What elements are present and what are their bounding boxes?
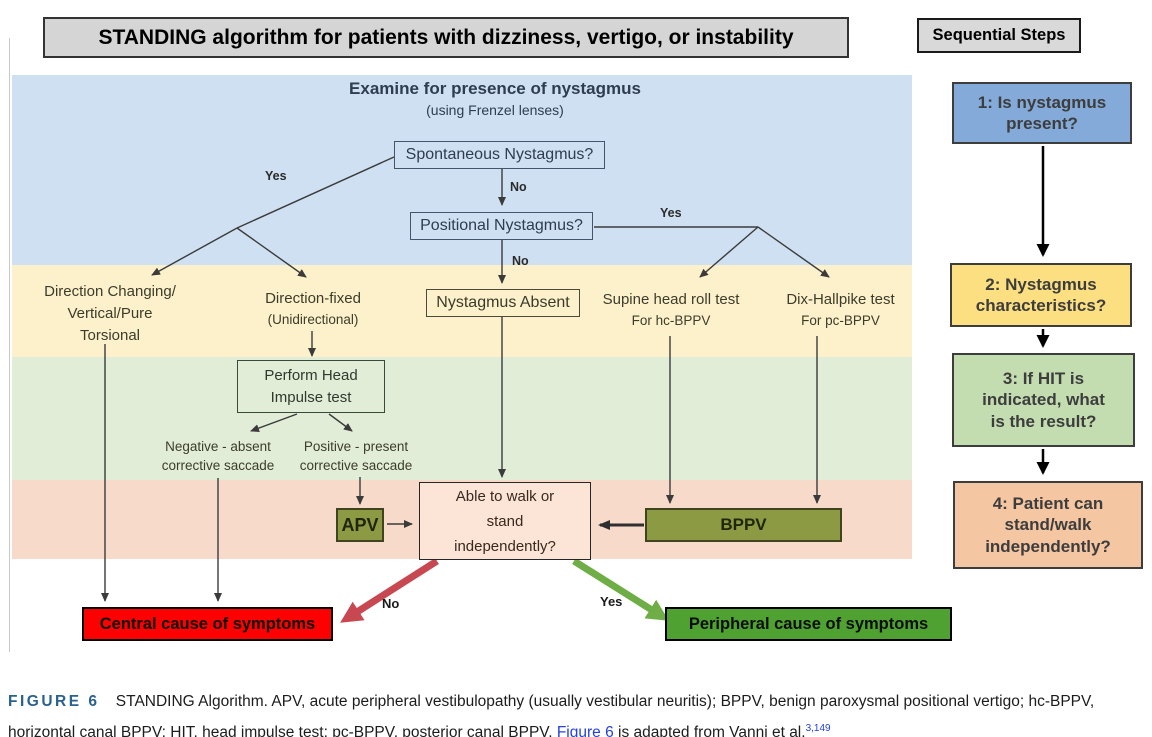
node-positional-nystagmus: Positional Nystagmus? xyxy=(410,212,593,240)
label-direction-fixed: Direction-fixed (Unidirectional) xyxy=(265,290,361,327)
label-dix-hallpike-test: Dix-Hallpike test For pc-BPPV xyxy=(786,291,895,328)
figure-caption-link[interactable]: Figure 6 xyxy=(556,723,614,737)
label-yes-walk: Yes xyxy=(600,594,623,609)
label-yes-spontaneous: Yes xyxy=(265,169,287,183)
step-1-nystagmus-present: 1: Is nystagmus present? xyxy=(952,82,1132,144)
node-perform-head-impulse-test: Perform Head Impulse test xyxy=(237,360,385,413)
sequential-steps-header: Sequential Steps xyxy=(917,18,1081,53)
label-no-spontaneous: No xyxy=(510,180,527,194)
examine-header: Examine for presence of nystagmus xyxy=(349,79,641,98)
label-positive-saccade: Positive - present corrective saccade xyxy=(299,439,413,473)
label-no-positional: No xyxy=(512,254,529,268)
examine-subheader: (using Frenzel lenses) xyxy=(426,102,564,118)
citation-superscript[interactable]: 3,149 xyxy=(805,722,831,734)
figure-caption: FIGURE 6 STANDING Algorithm. APV, acute … xyxy=(8,688,1142,737)
step-3-hit-result: 3: If HIT is indicated, what is the resu… xyxy=(952,353,1135,447)
node-apv: APV xyxy=(336,508,384,542)
band-nystagmus-characteristics xyxy=(12,265,912,357)
figure-left-border xyxy=(9,38,10,652)
figure-caption-text2: is adapted from Vanni et al. xyxy=(618,723,806,737)
label-direction-changing: Direction Changing/ Vertical/Pure Torsio… xyxy=(44,283,176,344)
figure-caption-text: STANDING Algorithm. APV, acute periphera… xyxy=(8,692,1095,737)
label-supine-head-roll-test: Supine head roll test For hc-BPPV xyxy=(602,291,740,328)
figure-caption-label: FIGURE 6 xyxy=(8,692,100,710)
node-spontaneous-nystagmus: Spontaneous Nystagmus? xyxy=(394,141,605,169)
node-nystagmus-absent: Nystagmus Absent xyxy=(426,289,580,317)
label-yes-positional: Yes xyxy=(660,206,682,220)
node-bppv: BPPV xyxy=(645,508,842,542)
diagram-title: STANDING algorithm for patients with diz… xyxy=(43,17,849,58)
label-no-walk: No xyxy=(382,596,400,611)
node-central-cause: Central cause of symptoms xyxy=(82,607,333,641)
node-able-to-walk: Able to walk or stand independently? xyxy=(419,482,591,560)
step-4-stand-walk: 4: Patient can stand/walk independently? xyxy=(953,481,1143,569)
step-2-nystagmus-characteristics: 2: Nystagmus characteristics? xyxy=(950,263,1132,327)
node-peripheral-cause: Peripheral cause of symptoms xyxy=(665,607,952,641)
band-head-impulse-test xyxy=(12,357,912,480)
label-negative-saccade: Negative - absent corrective saccade xyxy=(161,439,275,473)
